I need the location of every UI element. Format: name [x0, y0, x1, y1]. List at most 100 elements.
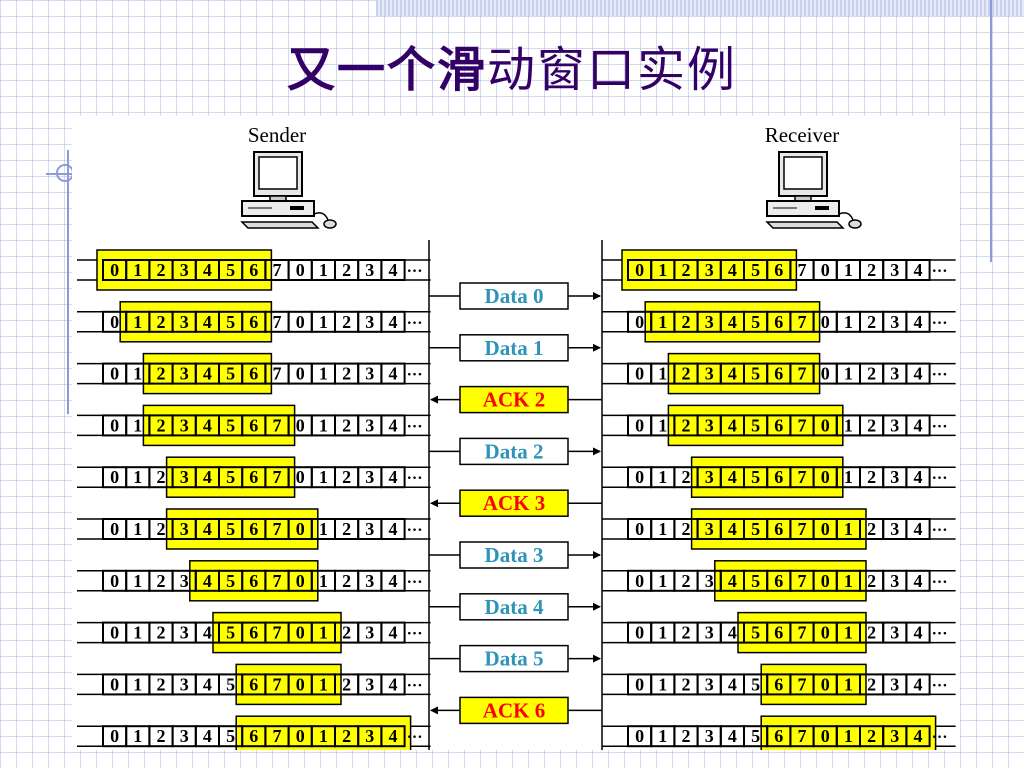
receiver-seq-number: 0: [635, 519, 644, 539]
sender-seq-cell: [380, 362, 406, 385]
sender-label: Sender: [248, 123, 306, 147]
sender-seq-number: 2: [342, 519, 351, 539]
receiver-seq-number: 3: [890, 571, 899, 591]
sender-seq-number: 5: [226, 467, 235, 487]
receiver-seq-cell: [905, 569, 931, 592]
receiver-seq-number: 3: [705, 467, 714, 487]
sender-computer-icon: [240, 151, 337, 229]
data-message-label: Data 2: [485, 439, 544, 463]
receiver-seq-number: 1: [844, 260, 853, 280]
top-band: [376, 0, 1024, 16]
receiver-seq-ellipsis: ···: [932, 367, 948, 384]
sender-seq-number: 6: [249, 623, 258, 643]
receiver-seq-number: 2: [867, 364, 876, 384]
data-message-box: [459, 644, 569, 673]
receiver-seq-number: 2: [682, 467, 691, 487]
receiver-seq-number: 4: [728, 364, 737, 384]
receiver-seq-number: 4: [728, 674, 737, 694]
left-rule: [67, 150, 69, 414]
sender-seq-number: 5: [226, 571, 235, 591]
sender-seq-number: 7: [273, 260, 282, 280]
receiver-seq-number: 7: [798, 726, 807, 746]
sender-seq-ellipsis: ···: [407, 677, 423, 694]
ack-message: ACK 2: [430, 385, 602, 414]
sender-seq-number: 4: [203, 415, 212, 435]
sender-seq-number: 3: [365, 364, 374, 384]
receiver-seq-number: 4: [728, 571, 737, 591]
receiver-seq-number: 7: [798, 415, 807, 435]
receiver-seq-number: 6: [774, 312, 783, 332]
receiver-seq-number: 0: [821, 364, 830, 384]
sender-seq-number: 1: [319, 415, 328, 435]
sender-seq-number: 0: [110, 726, 119, 746]
sender-seq-ellipsis: ···: [407, 418, 423, 435]
receiver-seq-number: 0: [821, 674, 830, 694]
sender-seq-number: 1: [319, 519, 328, 539]
receiver-seq-number: 5: [751, 674, 760, 694]
sender-seq-number: 1: [133, 571, 142, 591]
sender-seq-number: 3: [180, 312, 189, 332]
sender-window-highlight: [142, 352, 273, 395]
sender-seq-number: 4: [389, 467, 398, 487]
sender-seq-number: 3: [180, 571, 189, 591]
sender-seq-ellipsis: ···: [407, 729, 423, 746]
data-message-label: Data 1: [485, 336, 544, 360]
sender-seq-number: 0: [296, 364, 305, 384]
receiver-seq-number: 7: [798, 674, 807, 694]
receiver-seq-number: 4: [728, 415, 737, 435]
sender-seq-number: 1: [319, 467, 328, 487]
receiver-seq-number: 3: [890, 260, 899, 280]
receiver-seq-ellipsis: ···: [932, 626, 948, 643]
data-message-label: Data 5: [485, 647, 544, 671]
receiver-seq-number: 3: [890, 415, 899, 435]
sender-seq-number: 5: [226, 260, 235, 280]
sender-seq-number: 0: [110, 674, 119, 694]
sender-seq-number: 2: [157, 674, 166, 694]
receiver-seq-number: 4: [728, 312, 737, 332]
receiver-seq-number: 0: [821, 519, 830, 539]
sender-seq-number: 3: [180, 519, 189, 539]
receiver-seq-number: 3: [705, 571, 714, 591]
receiver-seq-number: 2: [682, 364, 691, 384]
receiver-seq-number: 4: [914, 415, 923, 435]
receiver-seq-number: 6: [774, 726, 783, 746]
receiver-seq-number: 4: [728, 623, 737, 643]
receiver-seq-number: 3: [705, 312, 714, 332]
sender-seq-number: 1: [319, 312, 328, 332]
sender-seq-number: 1: [133, 726, 142, 746]
sender-seq-number: 1: [319, 260, 328, 280]
sender-seq-cell: [380, 725, 406, 748]
sender-seq-number: 1: [319, 571, 328, 591]
receiver-seq-cell: [905, 259, 931, 281]
receiver-seq-ellipsis: ···: [932, 729, 948, 746]
sender-seq-number: 0: [110, 571, 119, 591]
receiver-seq-number: 1: [658, 571, 667, 591]
receiver-seq-number: 6: [774, 364, 783, 384]
sender-seq-number: 4: [389, 726, 398, 746]
sender-seq-number: 3: [365, 571, 374, 591]
receiver-seq-number: 6: [774, 623, 783, 643]
receiver-label: Receiver: [765, 123, 840, 147]
receiver-seq-number: 3: [890, 519, 899, 539]
receiver-seq-number: 0: [635, 312, 644, 332]
receiver-seq-number: 3: [890, 623, 899, 643]
sender-seq-number: 0: [296, 726, 305, 746]
receiver-seq-number: 5: [751, 364, 760, 384]
sender-seq-number: 2: [157, 467, 166, 487]
data-message-label: Data 4: [485, 595, 544, 619]
sender-seq-number: 4: [203, 571, 212, 591]
receiver-seq-number: 2: [867, 623, 876, 643]
sender-seq-number: 7: [273, 467, 282, 487]
sender-seq-number: 2: [157, 260, 166, 280]
receiver-seq-number: 3: [890, 726, 899, 746]
sender-seq-number: 5: [226, 726, 235, 746]
receiver-seq-number: 1: [844, 571, 853, 591]
